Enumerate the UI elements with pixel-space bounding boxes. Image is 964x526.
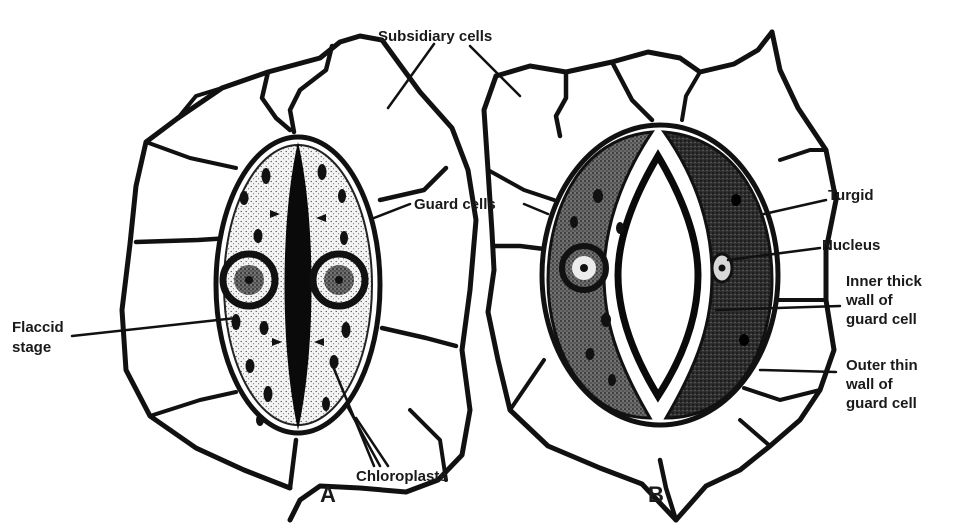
label-inner-thick-wall: Inner thick wall of guard cell [846,272,922,329]
label-flaccid-stage: Flaccid stage [12,318,64,358]
label-nucleus: Nucleus [822,236,880,255]
panel-a-guard-cells [216,137,380,433]
label-outer-thin-wall: Outer thin wall of guard cell [846,356,918,413]
label-panel-a: A [320,485,336,504]
label-panel-b: B [648,485,664,504]
panel-b-guard-cells [542,125,778,425]
label-chloroplasts: Chloroplasts [356,467,448,486]
label-guard-cells: Guard cells [414,195,496,214]
label-turgid: Turgid [828,186,874,205]
label-subsidiary-cells: Subsidiary cells [378,27,492,46]
